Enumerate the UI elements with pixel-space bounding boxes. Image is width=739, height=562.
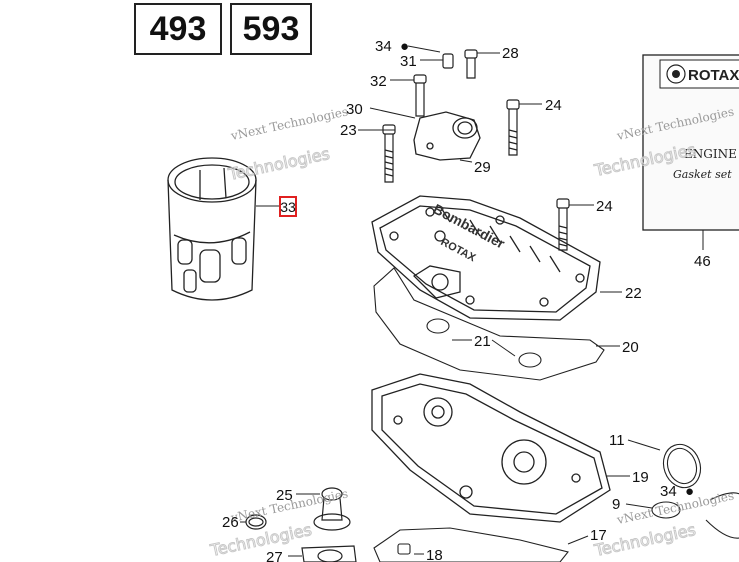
callout-32[interactable]: 32 [370,73,387,90]
head-gasket-drawing[interactable] [373,267,605,381]
callout-30[interactable]: 30 [346,101,363,118]
kit-brand-label: ROTAX [688,67,739,84]
callout-34[interactable]: 34 [660,483,677,500]
callout-11[interactable]: 11 [609,432,625,449]
callout-27[interactable]: 27 [266,549,283,562]
callout-19[interactable]: 19 [632,469,649,486]
kit-line1-label: ENGINE [684,147,737,161]
gasket-kit-box-drawing[interactable] [642,54,739,231]
outlet-housing-drawing[interactable] [413,111,481,161]
callout-24[interactable]: 24 [545,97,562,114]
oil-drop-icon: ● [685,483,694,500]
callout-18[interactable]: 18 [426,547,443,562]
callout-25[interactable]: 25 [276,487,293,504]
watermark-text: vNext Technologies [229,104,349,143]
o-ring-drawing[interactable] [651,439,739,539]
thermostat-drawing[interactable] [245,487,357,562]
highlighted-callout-33[interactable]: 33 [279,196,297,217]
highlighted-callout-label: 33 [280,198,296,215]
lower-gasket-drawing[interactable] [373,527,569,562]
callout-22[interactable]: 22 [625,285,642,302]
callout-21[interactable]: 21 [474,333,491,350]
callout-20[interactable]: 20 [622,339,639,356]
callout-34[interactable]: 34 [375,38,392,55]
head-casting-brand: ROTAX [439,236,478,265]
cylinder-sleeve-drawing[interactable] [167,157,257,301]
callout-26[interactable]: 26 [222,514,239,531]
watermark-text: Technologies [226,144,331,184]
callout-23[interactable]: 23 [340,122,357,139]
callout-24[interactable]: 24 [596,198,613,215]
oil-drop-icon: ● [400,38,409,55]
model-number-label: 493 [149,9,207,48]
callout-17[interactable]: 17 [590,527,607,544]
model-number-label: 593 [242,9,300,48]
callout-31[interactable]: 31 [400,53,417,70]
callout-46[interactable]: 46 [694,253,711,270]
cylinder-head-drawing[interactable] [371,195,601,321]
kit-line2-label: Gasket set [673,168,732,181]
callout-9[interactable]: 9 [612,496,620,513]
model-number-box: 593 [230,3,312,55]
callout-28[interactable]: 28 [502,45,519,62]
cylinder-block-drawing[interactable] [371,373,611,523]
watermark-text: Technologies [592,520,697,560]
callout-29[interactable]: 29 [474,159,491,176]
model-number-box: 493 [134,3,222,55]
